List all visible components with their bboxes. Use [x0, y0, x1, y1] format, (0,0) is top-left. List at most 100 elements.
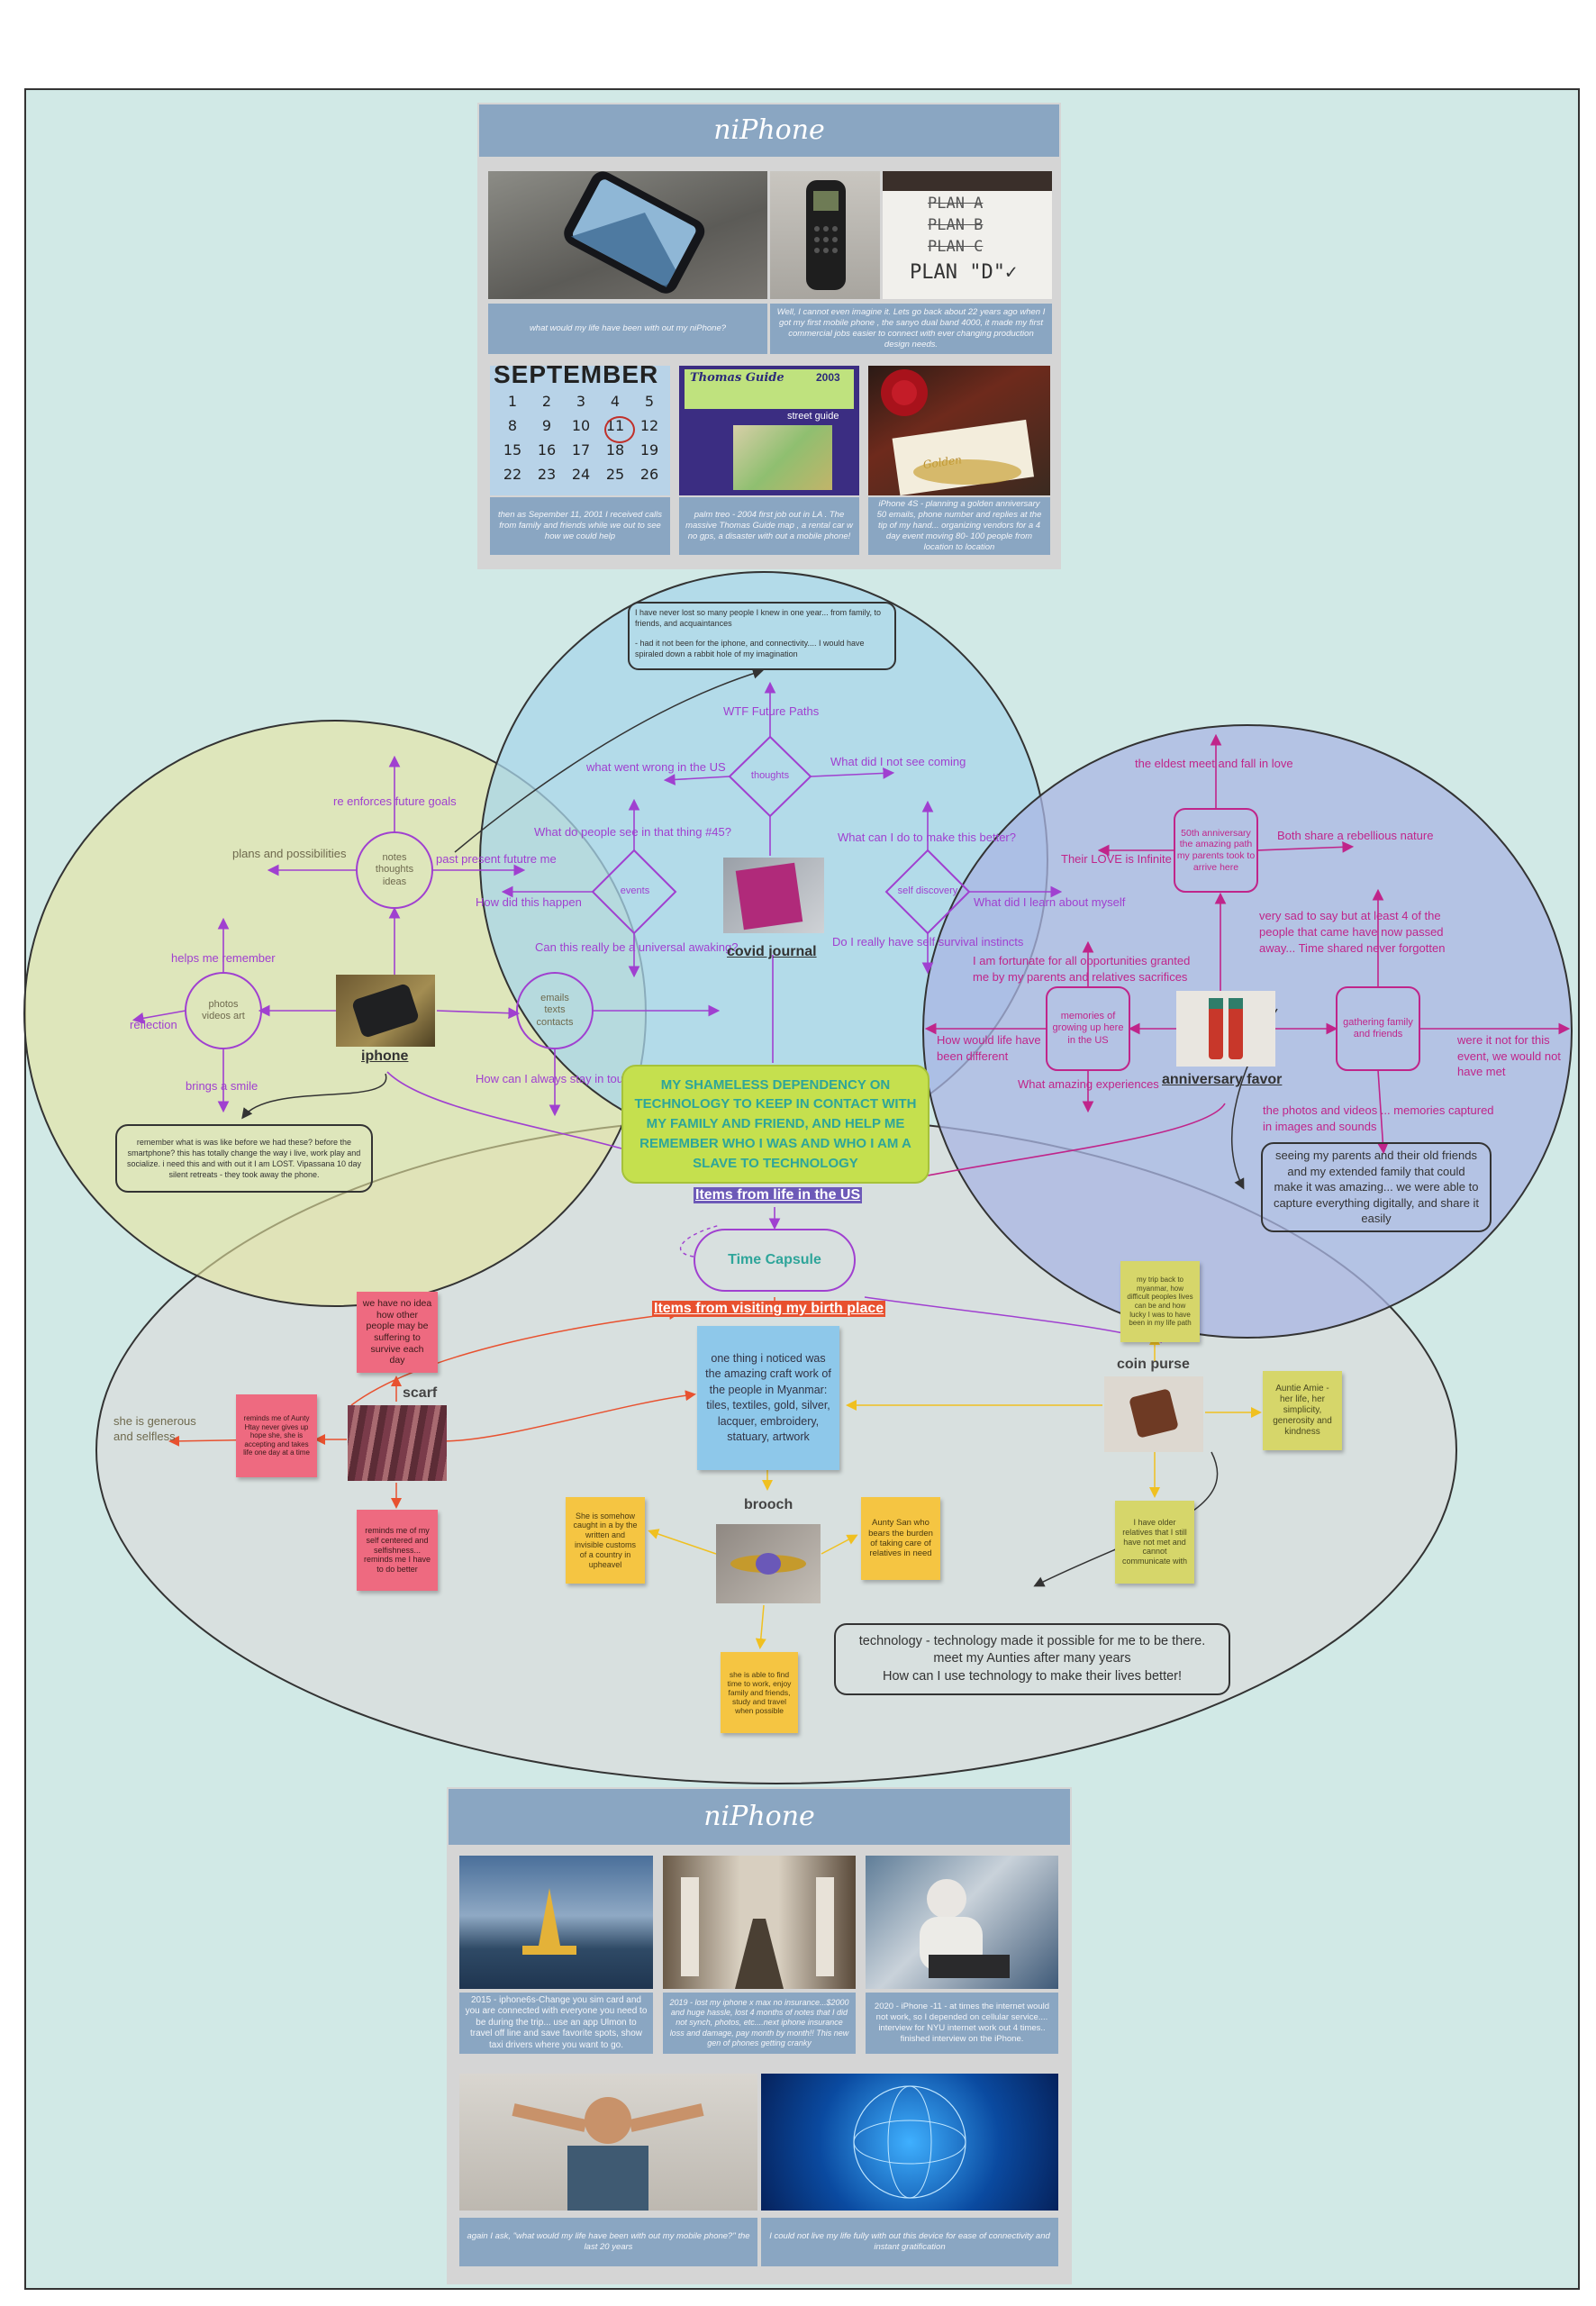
sticky-reminds-aunty[interactable]: reminds me of Aunty Htay never gives up …: [236, 1394, 317, 1477]
label-see-45: What do people see in that thing #45?: [534, 825, 731, 839]
calendar-day: 15: [503, 441, 522, 458]
label-generous-selfless: she is generous and selfless: [113, 1414, 196, 1443]
brooch-label[interactable]: brooch: [744, 1497, 793, 1512]
photo-anniversary-invite: Golden: [868, 366, 1050, 495]
guide-year: 2003: [816, 371, 840, 384]
calendar-day: 1: [507, 393, 518, 410]
photo-train-station: [663, 1856, 856, 1989]
calendar-circle: [604, 416, 635, 443]
photo-iphone: [336, 975, 435, 1047]
photo-coin-purse: [1104, 1376, 1203, 1452]
photo-scarf: [348, 1405, 447, 1481]
sticky-trip[interactable]: my trip back to myanmar, how difficult p…: [1120, 1261, 1200, 1342]
covid-note-line-1: I have never lost so many people I knew …: [635, 608, 881, 629]
node-photos-videos-art[interactable]: photos videos art: [202, 998, 245, 1021]
anniversary-favor-label[interactable]: anniversary favor: [1162, 1072, 1283, 1087]
sticky-somehow[interactable]: She is somehow caught in a by the writte…: [566, 1497, 645, 1584]
node-thoughts[interactable]: thoughts: [750, 770, 790, 782]
label-love-infinite: Their LOVE is Infinite: [1061, 852, 1172, 866]
photo-person-laptop: [866, 1856, 1058, 1989]
calendar-day: 8: [507, 417, 518, 434]
items-us-label[interactable]: Items from life in the US: [694, 1187, 863, 1203]
node-events[interactable]: events: [620, 885, 650, 897]
sticky-reminds-me[interactable]: reminds me of my self centered and selfi…: [357, 1510, 438, 1591]
sticky-no-idea[interactable]: we have no idea how other people may be …: [357, 1292, 438, 1373]
coin-purse-label[interactable]: coin purse: [1117, 1357, 1190, 1372]
technology-note: technology - technology made it possible…: [834, 1623, 1230, 1695]
label-what-went-wrong: what went wrong in the US: [586, 760, 726, 774]
photo-plan-notes: PLAN A PLAN B PLAN C PLAN "D"✓: [883, 171, 1052, 299]
label-not-for-event: were it not for this event, we would not…: [1457, 1033, 1561, 1079]
calendar-day: 23: [537, 466, 557, 483]
top-caption-4: palm treo - 2004 first job out in LA . T…: [679, 497, 859, 555]
label-brings-smile: brings a smile: [186, 1079, 258, 1093]
photo-brooch: [716, 1524, 821, 1603]
items-birth-label[interactable]: Items from visiting my birth place: [652, 1301, 886, 1317]
label-how-happen: How did this happen: [476, 895, 582, 909]
top-caption-2: Well, I cannot even imagine it. Lets go …: [770, 304, 1052, 354]
top-panel-title: niPhone: [479, 104, 1059, 157]
node-memories-growing-up[interactable]: memories of growing up here in the US: [1052, 1011, 1124, 1046]
sticky-craft-work[interactable]: one thing i noticed was the amazing craf…: [697, 1326, 839, 1470]
calendar-day: 26: [639, 466, 659, 483]
label-universal-awaking: Can this really be a universal awaking?: [535, 940, 739, 954]
sticky-able[interactable]: she is able to find time to work, enjoy …: [721, 1652, 798, 1733]
bottom-caption-5: I could not live my life fully with out …: [761, 2218, 1058, 2266]
label-sad-passed: very sad to say but at least 4 of the pe…: [1259, 909, 1446, 956]
label-past-present: past present fututre me: [436, 852, 557, 866]
label-amazing-experiences: What amazing experiences: [1018, 1077, 1159, 1091]
label-eldest-meet: the eldest meet and fall in love: [1135, 757, 1293, 770]
anniversary-to-center: [927, 1103, 1226, 1176]
photo-covid-journal: [723, 858, 824, 933]
calendar-month: SEPTEMBER: [494, 366, 659, 388]
sticky-aunty-san[interactable]: Aunty San who bears the burden of taking…: [861, 1497, 940, 1580]
top-caption-1: what would my life have been with out my…: [488, 304, 767, 354]
label-helps-remember: helps me remember: [171, 951, 276, 965]
calendar-day: 25: [605, 466, 625, 483]
node-notes-thoughts-ideas[interactable]: notes thoughts ideas: [375, 852, 414, 887]
plan-b: PLAN B: [928, 216, 984, 234]
plan-a: PLAN A: [928, 195, 984, 213]
photo-pagoda: [459, 1856, 653, 1989]
bottom-caption-2: 2019 - lost my iphone x max no insurance…: [663, 1993, 856, 2054]
calendar-day: 24: [571, 466, 591, 483]
calendar-day: 9: [541, 417, 552, 434]
calendar-day: 5: [644, 393, 655, 410]
node-50th-anniversary[interactable]: 50th anniversary the amazing path my par…: [1176, 827, 1256, 873]
iphone-label[interactable]: iphone: [361, 1049, 409, 1064]
covid-note-line-2: - had it not been for the iphone, and co…: [635, 639, 865, 659]
iphone-note: remember what is was like before we had …: [115, 1124, 373, 1193]
central-title[interactable]: MY SHAMELESS DEPENDENCY ON TECHNOLOGY TO…: [621, 1065, 929, 1184]
calendar-day: 22: [503, 466, 522, 483]
time-capsule-node[interactable]: Time Capsule: [694, 1229, 856, 1292]
covid-top-note: I have never lost so many people I knew …: [628, 602, 896, 670]
label-not-see-coming: What did I not see coming: [830, 755, 966, 768]
calendar-day: 2: [541, 393, 552, 410]
label-fortunate: I am fortunate for all opportunities gra…: [973, 954, 1191, 985]
plan-d: PLAN "D"✓: [910, 261, 1018, 284]
label-plans-possibilities: plans and possibilities: [232, 847, 347, 860]
sticky-auntie-amie[interactable]: Auntie Amie - her life, her simplicity, …: [1263, 1371, 1342, 1450]
top-caption-3: then as Sepember 11, 2001 I received cal…: [490, 497, 670, 555]
node-emails-texts-contacts[interactable]: emails texts contacts: [536, 993, 574, 1028]
calendar-day: 18: [605, 441, 625, 458]
calendar-day: 12: [639, 417, 659, 434]
plan-c: PLAN C: [928, 238, 984, 256]
label-learn-myself: What did I learn about myself: [974, 895, 1126, 909]
label-photos-videos: the photos and videos ... memories captu…: [1263, 1103, 1494, 1134]
photo-stressed-woman: [459, 2074, 757, 2211]
label-life-different: How would life have been different: [937, 1033, 1041, 1064]
calendar-day: 19: [639, 441, 659, 458]
sticky-older-relatives[interactable]: I have older relatives that I still have…: [1115, 1501, 1194, 1584]
photo-anniversary-favor: [1176, 991, 1275, 1067]
scarf-label[interactable]: scarf: [403, 1385, 438, 1401]
calendar-day: 3: [576, 393, 586, 410]
bottom-caption-3: 2020 - iPhone -11 - at times the interne…: [866, 1993, 1058, 2054]
label-make-better: What can I do to make this better?: [838, 831, 1016, 844]
node-self-discovery[interactable]: self discovery: [897, 885, 958, 897]
photo-old-mobile-phone: [770, 171, 880, 299]
covid-journal-label[interactable]: covid journal: [727, 944, 817, 959]
photo-network-globe: [761, 2074, 1058, 2211]
node-gathering-family[interactable]: gathering family and friends: [1343, 1016, 1413, 1040]
